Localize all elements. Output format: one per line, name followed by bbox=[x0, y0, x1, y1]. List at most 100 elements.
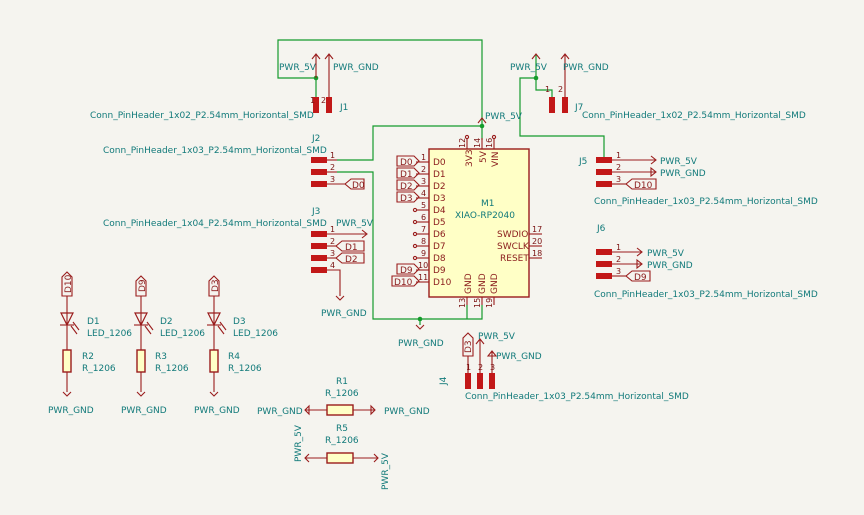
j7-value: Conn_PinHeader_1x02_P2.54mm_Horizontal_S… bbox=[582, 111, 806, 121]
connector-j3[interactable]: 1 2 3 4 J3 Conn_PinHeader_1x04_P2.54mm_H… bbox=[103, 207, 374, 319]
mcu-pin-name: D10 bbox=[433, 278, 452, 288]
net-label-d2[interactable]: D2 bbox=[335, 252, 365, 265]
j1-pin-pad bbox=[326, 97, 332, 113]
res-ref: R2 bbox=[82, 352, 94, 362]
connector-j2[interactable]: 1 2 3 J2 Conn_PinHeader_1x03_P2.54mm_Hor… bbox=[103, 134, 345, 187]
led-value: LED_1206 bbox=[160, 329, 205, 339]
connector-j5[interactable]: 1 2 3 J5 Conn_PinHeader_1x03_P2.54mm_Hor… bbox=[578, 151, 818, 207]
mcu-pin-name: D0 bbox=[433, 158, 446, 168]
mcu-pin-number: 7 bbox=[421, 225, 426, 234]
mcu-pin-name: D7 bbox=[433, 242, 446, 252]
pwr-gnd-label: PWR_GND bbox=[194, 406, 240, 416]
j2-pin-number: 3 bbox=[330, 175, 335, 184]
wire-j1-5v-loop bbox=[277, 39, 483, 118]
net-label-text: D0 bbox=[400, 158, 413, 168]
mcu-pin-number: 1 bbox=[421, 153, 426, 162]
net-label-text: D9 bbox=[400, 266, 413, 276]
j4-pin-number: 3 bbox=[490, 363, 495, 372]
j3-ref: J3 bbox=[311, 207, 320, 217]
res-ref: R1 bbox=[336, 377, 348, 387]
res-ref: R5 bbox=[336, 424, 348, 434]
net-label-d0[interactable]: D0 bbox=[344, 178, 365, 191]
j1-pin-number: 1 bbox=[310, 96, 315, 105]
pwr-5v-label: PWR_5V bbox=[647, 249, 685, 259]
mcu-xiao-rp2040[interactable]: M1 XIAO-RP2040 D0 D1 D2 D3 D4 D5 D6 D7 D… bbox=[412, 134, 542, 308]
mcu-pin-name: D4 bbox=[433, 206, 446, 216]
net-label-text: D1 bbox=[400, 170, 413, 180]
mcu-pin-number: 19 bbox=[485, 298, 494, 308]
j6-value: Conn_PinHeader_1x03_P2.54mm_Horizontal_S… bbox=[594, 290, 818, 300]
mcu-pin-number: 11 bbox=[418, 273, 428, 282]
pwr-gnd-label: PWR_GND bbox=[333, 63, 379, 73]
resistor-r1[interactable]: R1 R_1206 PWR_GND PWR_GND bbox=[257, 377, 430, 417]
mcu-pin-name: RESET bbox=[500, 254, 529, 264]
junction-dot bbox=[479, 123, 485, 129]
pwr-gnd-label: PWR_GND bbox=[257, 407, 303, 417]
mcu-pin-number: 4 bbox=[421, 189, 426, 198]
led-value: LED_1206 bbox=[87, 329, 132, 339]
j4-value: Conn_PinHeader_1x03_P2.54mm_Horizontal_S… bbox=[465, 392, 689, 402]
j3-pin-number: 1 bbox=[330, 225, 335, 234]
j4-pin-number: 1 bbox=[466, 363, 471, 372]
mcu-ref: M1 bbox=[481, 199, 495, 209]
pwr-5v-label: PWR_5V bbox=[294, 424, 304, 462]
mcu-pin-number: 9 bbox=[421, 249, 426, 258]
led-d2-group[interactable]: D9 D2 LED_1206 R3 R_1206 PWR_GND bbox=[121, 275, 205, 416]
mcu-net-labels[interactable]: D0 D1 D2 D3 D9 D10 bbox=[391, 155, 420, 288]
connector-j6[interactable]: 1 2 3 J6 Conn_PinHeader_1x03_P2.54mm_Hor… bbox=[594, 224, 818, 300]
mcu-pin-name: GND bbox=[464, 273, 474, 294]
net-label-text: D0 bbox=[352, 181, 365, 191]
mcu-left-pins: D0 D1 D2 D3 D4 D5 D6 D7 D8 D9 D10 1 2 3 … bbox=[412, 153, 452, 288]
j6-pin-number: 1 bbox=[616, 243, 621, 252]
mcu-pin-number: 17 bbox=[532, 225, 542, 234]
pwr-5v-label: PWR_5V bbox=[336, 219, 374, 229]
j7-pin-pad bbox=[562, 97, 568, 113]
led-d3-group[interactable]: D3 D3 LED_1206 R4 R_1206 PWR_GND bbox=[194, 275, 278, 416]
net-label-text: D10 bbox=[64, 274, 74, 293]
net-label-text: D9 bbox=[138, 279, 148, 292]
mcu-pin-number: 13 bbox=[458, 298, 467, 308]
mcu-pin-number: 15 bbox=[473, 298, 482, 308]
resistor-r5[interactable]: R5 R_1206 PWR_5V PWR_5V bbox=[294, 424, 391, 490]
mcu-pin-number: 18 bbox=[532, 249, 542, 258]
net-label-d1[interactable]: D1 bbox=[335, 240, 365, 253]
pwr-5v-label: PWR_5V bbox=[485, 112, 523, 122]
wire-j2-gnd bbox=[337, 171, 483, 320]
connector-j1[interactable]: 1 2 J1 Conn_PinHeader_1x02_P2.54mm_Horiz… bbox=[90, 53, 379, 121]
pwr-5v-label: PWR_5V bbox=[478, 332, 516, 342]
j1-ref: J1 bbox=[339, 103, 348, 113]
mcu-pin-name: D5 bbox=[433, 218, 446, 228]
mcu-pin-number: 10 bbox=[418, 261, 428, 270]
pwr-gnd-label: PWR_GND bbox=[121, 406, 167, 416]
mcu-pin-number: 8 bbox=[421, 237, 426, 246]
j4-pin-number: 2 bbox=[478, 363, 483, 372]
pwr-gnd-label: PWR_GND bbox=[660, 169, 706, 179]
j7-pin-number: 1 bbox=[545, 85, 550, 94]
j6-pin-number: 3 bbox=[616, 267, 621, 276]
junction-dot bbox=[533, 75, 539, 81]
mcu-pin-name: D8 bbox=[433, 254, 446, 264]
mcu-right-pins: SWDIO SWCLK RESET 17 20 18 bbox=[497, 225, 542, 264]
net-label-text: D2 bbox=[345, 255, 358, 265]
mcu-pin-name: 3V3 bbox=[465, 149, 475, 167]
mcu-pin-name: D3 bbox=[433, 194, 446, 204]
net-label-text: D10 bbox=[634, 181, 653, 191]
mcu-pin-name: D1 bbox=[433, 170, 446, 180]
wires bbox=[277, 39, 605, 325]
net-label-text: D3 bbox=[464, 340, 474, 353]
res-value: R_1206 bbox=[228, 364, 262, 374]
connector-j4[interactable]: D3 1 2 3 J4 Conn_PinHeader_1x03_P2.54mm_… bbox=[439, 332, 689, 402]
led-d1-group[interactable]: D10 D1 LED_1206 R2 R_1206 PWR_GND bbox=[48, 271, 132, 416]
pwr-5v-label: PWR_5V bbox=[279, 63, 317, 73]
mcu-value: XIAO-RP2040 bbox=[455, 211, 515, 221]
net-label-text: D3 bbox=[400, 194, 413, 204]
j3-pin-number: 4 bbox=[330, 261, 335, 270]
j1-value: Conn_PinHeader_1x02_P2.54mm_Horizontal_S… bbox=[90, 111, 314, 121]
res-value: R_1206 bbox=[82, 364, 116, 374]
j5-value: Conn_PinHeader_1x03_P2.54mm_Horizontal_S… bbox=[594, 197, 818, 207]
res-value: R_1206 bbox=[325, 389, 359, 399]
wire-j2-5v bbox=[337, 125, 482, 161]
pwr-gnd-label: PWR_GND bbox=[563, 63, 609, 73]
connector-j7[interactable]: 1 2 J7 Conn_PinHeader_1x02_P2.54mm_Horiz… bbox=[510, 53, 806, 121]
mcu-bottom-pins: GND GND GND 13 15 19 bbox=[458, 273, 500, 308]
